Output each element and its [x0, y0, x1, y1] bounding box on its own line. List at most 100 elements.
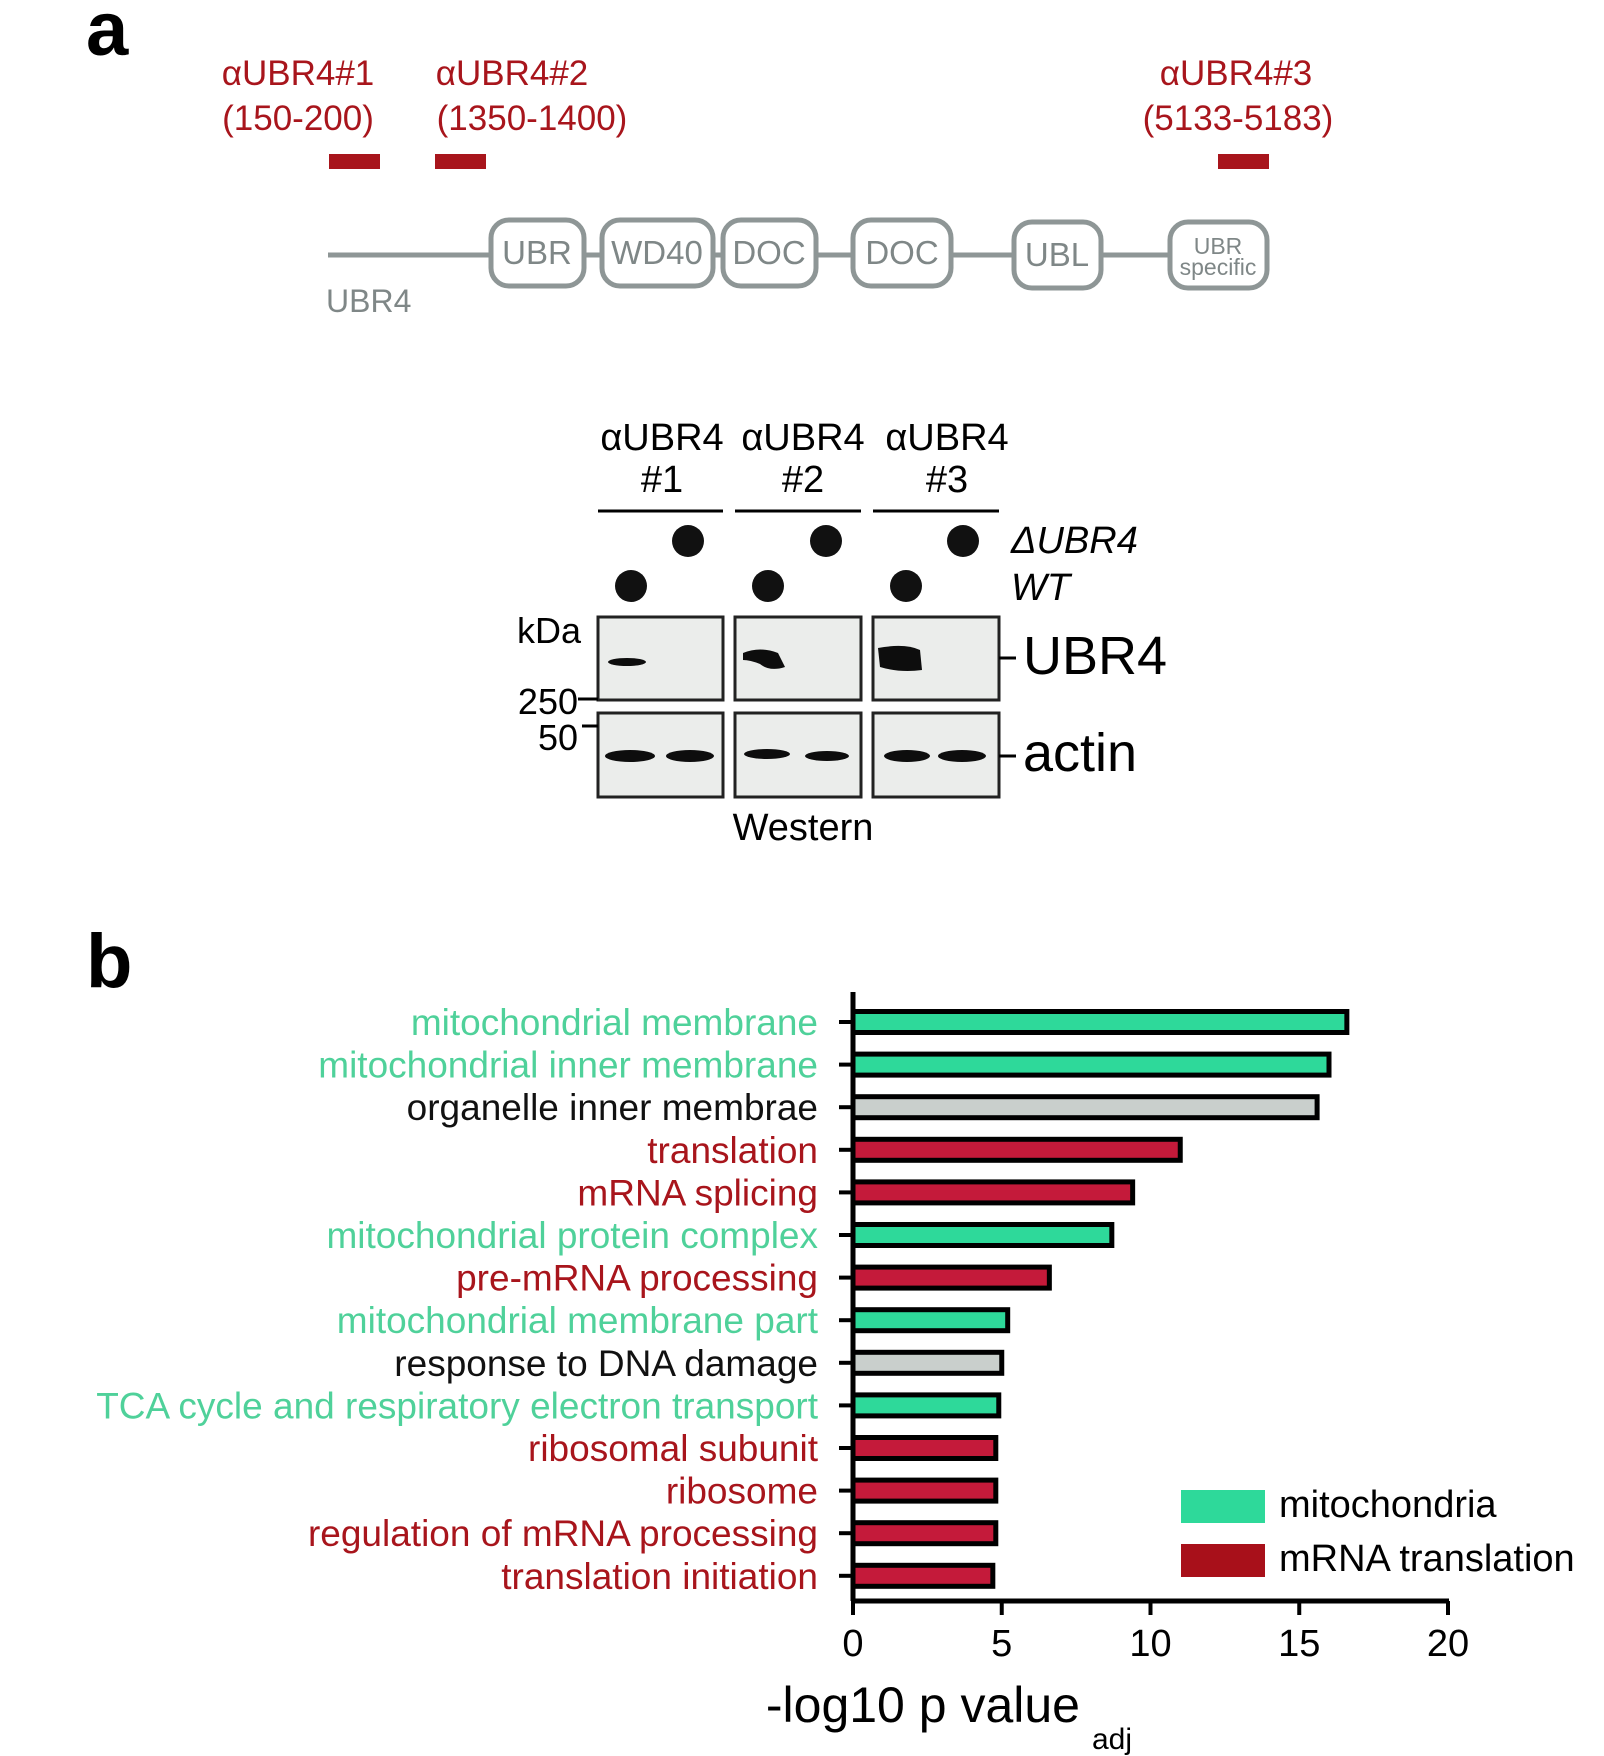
marker-250-label: 250 [518, 681, 578, 722]
blot-group-1-line2: #1 [641, 459, 683, 501]
legend-label-mrna-translation: mRNA translation [1279, 1538, 1575, 1580]
domain-doc2-box [850, 217, 954, 289]
antibody-labels: αUBR4#1 (150-200) αUBR4#2 (1350-1400) αU… [222, 54, 1334, 138]
bar [850, 1179, 1136, 1206]
category-label: mitochondrial inner membrane [318, 1045, 818, 1086]
dot-ko-1 [672, 525, 704, 557]
genotype-dots [615, 525, 979, 602]
x-axis-title-subscript: adj [1092, 1723, 1132, 1756]
x-tick-label: 0 [842, 1623, 863, 1665]
category-label: mRNA splicing [577, 1172, 818, 1213]
ubr4-protein-label: UBR4 [326, 283, 411, 319]
genotype-labels: ΔUBR4 WT [1010, 520, 1138, 609]
domain-1-label: UBR [502, 234, 572, 271]
antibody-1-range: (150-200) [222, 99, 374, 138]
blot-caption: Western [733, 807, 874, 849]
domain-3-label: DOC [732, 234, 805, 271]
category-label: regulation of mRNA processing [308, 1513, 818, 1554]
band-actin-5 [884, 750, 930, 762]
blot-bands [605, 645, 986, 762]
genotype-ko-label: ΔUBR4 [1010, 520, 1138, 562]
dot-wt-1 [615, 570, 647, 602]
band-actin-3 [744, 749, 790, 759]
domain-2-label: WD40 [611, 234, 703, 271]
category-label: translation initiation [501, 1556, 818, 1597]
epitope-3-marker [1218, 154, 1269, 169]
kda-label: kDa [517, 610, 582, 651]
epitope-1-marker [329, 154, 380, 169]
x-tick-label: 20 [1427, 1623, 1469, 1665]
domain-labels: UBR WD40 DOC DOC UBL UBR specific [502, 233, 1256, 280]
bar [850, 1477, 999, 1504]
category-label: mitochondrial membrane [411, 1002, 818, 1043]
antibody-2-range: (1350-1400) [437, 99, 628, 138]
marker-50-label: 50 [538, 717, 578, 758]
bar [850, 1264, 1052, 1291]
x-axis-title: -log10 p value [766, 1677, 1080, 1733]
domain-wd40-box [599, 217, 716, 289]
panel-a-label: a [86, 0, 129, 72]
blot-group-3-line1: αUBR4 [885, 417, 1008, 459]
x-tick-label: 15 [1278, 1623, 1320, 1665]
domain-6-label-line1: UBR [1194, 233, 1243, 259]
category-label: pre-mRNA processing [456, 1258, 818, 1299]
bar [850, 1392, 1002, 1419]
domain-6-label-line2: specific [1180, 254, 1257, 280]
chart-legend: mitochondria mRNA translation [1181, 1484, 1575, 1580]
bar [850, 1307, 1011, 1334]
band-actin-label: actin [1023, 723, 1137, 783]
dot-ko-2 [810, 525, 842, 557]
antibody-3-range: (5133-5183) [1143, 99, 1334, 138]
antibody-1-name: αUBR4#1 [222, 54, 375, 93]
category-label: response to DNA damage [394, 1343, 818, 1384]
domain-doc1-box [720, 217, 819, 289]
x-tick-label: 10 [1129, 1623, 1171, 1665]
domain-ubr-box [488, 217, 587, 289]
blot-panels [596, 615, 1001, 799]
dot-wt-2 [752, 570, 784, 602]
antibody-3-name: αUBR4#3 [1160, 54, 1313, 93]
epitope-2-marker [435, 154, 486, 169]
bar [850, 1520, 999, 1547]
band-actin-1 [605, 750, 655, 762]
band-ubr4-label: UBR4 [1023, 626, 1167, 686]
blot-group-2-line1: αUBR4 [741, 417, 864, 459]
dot-wt-3 [890, 570, 922, 602]
x-tick-label: 5 [991, 1623, 1012, 1665]
domain-4-label: DOC [865, 234, 938, 271]
domain-boxes [488, 217, 1270, 291]
band-ubr4-3 [878, 645, 922, 671]
band-actin-6 [938, 750, 986, 762]
blot-group-1-line1: αUBR4 [600, 417, 723, 459]
bars [850, 1009, 1350, 1589]
domain-ubl-box [1011, 219, 1104, 291]
blot-ubr4-lane-1 [596, 615, 725, 702]
domain-ubr-specific-box [1167, 219, 1270, 291]
band-ubr4-2 [743, 649, 785, 669]
blot-group-headers: αUBR4 #1 αUBR4 #2 αUBR4 #3 [600, 417, 1008, 501]
legend-swatch-mrna-translation [1181, 1544, 1265, 1577]
x-ticks: 0 5 10 15 20 [842, 1601, 1469, 1665]
category-label: ribosomal subunit [528, 1428, 819, 1469]
dot-ko-3 [947, 525, 979, 557]
blot-group-3-line2: #3 [926, 459, 968, 501]
bar [850, 1094, 1320, 1121]
genotype-wt-label: WT [1011, 567, 1073, 609]
bar [850, 1222, 1115, 1248]
panel-b-label: b [86, 919, 132, 1004]
bar [850, 1349, 1005, 1376]
antibody-2-name: αUBR4#2 [436, 54, 589, 93]
category-label: translation [647, 1130, 818, 1171]
category-label: mitochondrial protein complex [326, 1215, 818, 1256]
bar [850, 1051, 1332, 1078]
bar [850, 1435, 999, 1461]
category-label: organelle inner membrae [407, 1087, 818, 1128]
bar [850, 1562, 996, 1589]
band-ubr4-1 [608, 658, 646, 666]
category-label: mitochondrial membrane part [337, 1300, 819, 1341]
band-actin-2 [666, 750, 714, 762]
legend-swatch-mitochondria [1181, 1490, 1265, 1523]
